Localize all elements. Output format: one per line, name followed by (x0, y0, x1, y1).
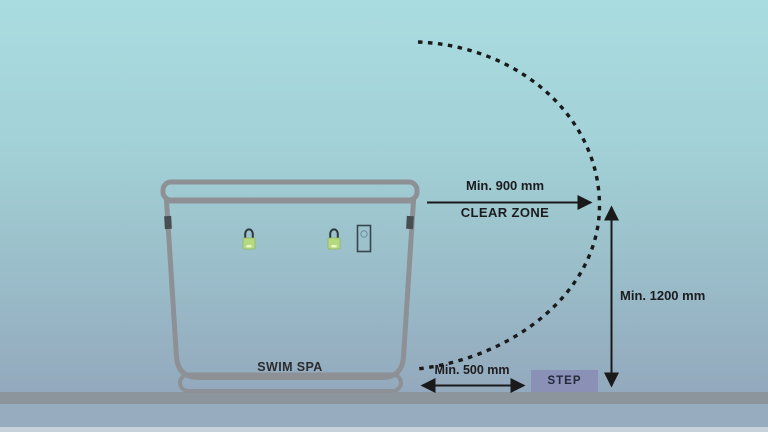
background-gradient (0, 0, 768, 392)
dimension-label-500mm: Min. 500 mm (434, 363, 510, 377)
floor-strip (0, 392, 768, 404)
control-panel-icon (356, 224, 372, 253)
swim-spa-outline (160, 179, 420, 393)
padlock-icon (242, 228, 256, 250)
spa-cover (160, 179, 420, 203)
swim-spa-label: SWIM SPA (257, 360, 323, 374)
right-latch-icon (406, 215, 414, 230)
dimension-label-1200mm: Min. 1200 mm (620, 288, 706, 303)
dimension-label-900mm: Min. 900 mm (465, 178, 545, 193)
step-label: STEP (547, 374, 582, 387)
clear-zone-label: CLEAR ZONE (460, 205, 550, 220)
spa-body (163, 198, 417, 380)
ground-edge-highlight (0, 427, 768, 432)
padlock-icon (327, 228, 341, 250)
spa-base (178, 372, 403, 393)
step-block: STEP (531, 370, 598, 392)
left-latch-icon (164, 215, 172, 230)
clearance-arc (416, 40, 602, 371)
